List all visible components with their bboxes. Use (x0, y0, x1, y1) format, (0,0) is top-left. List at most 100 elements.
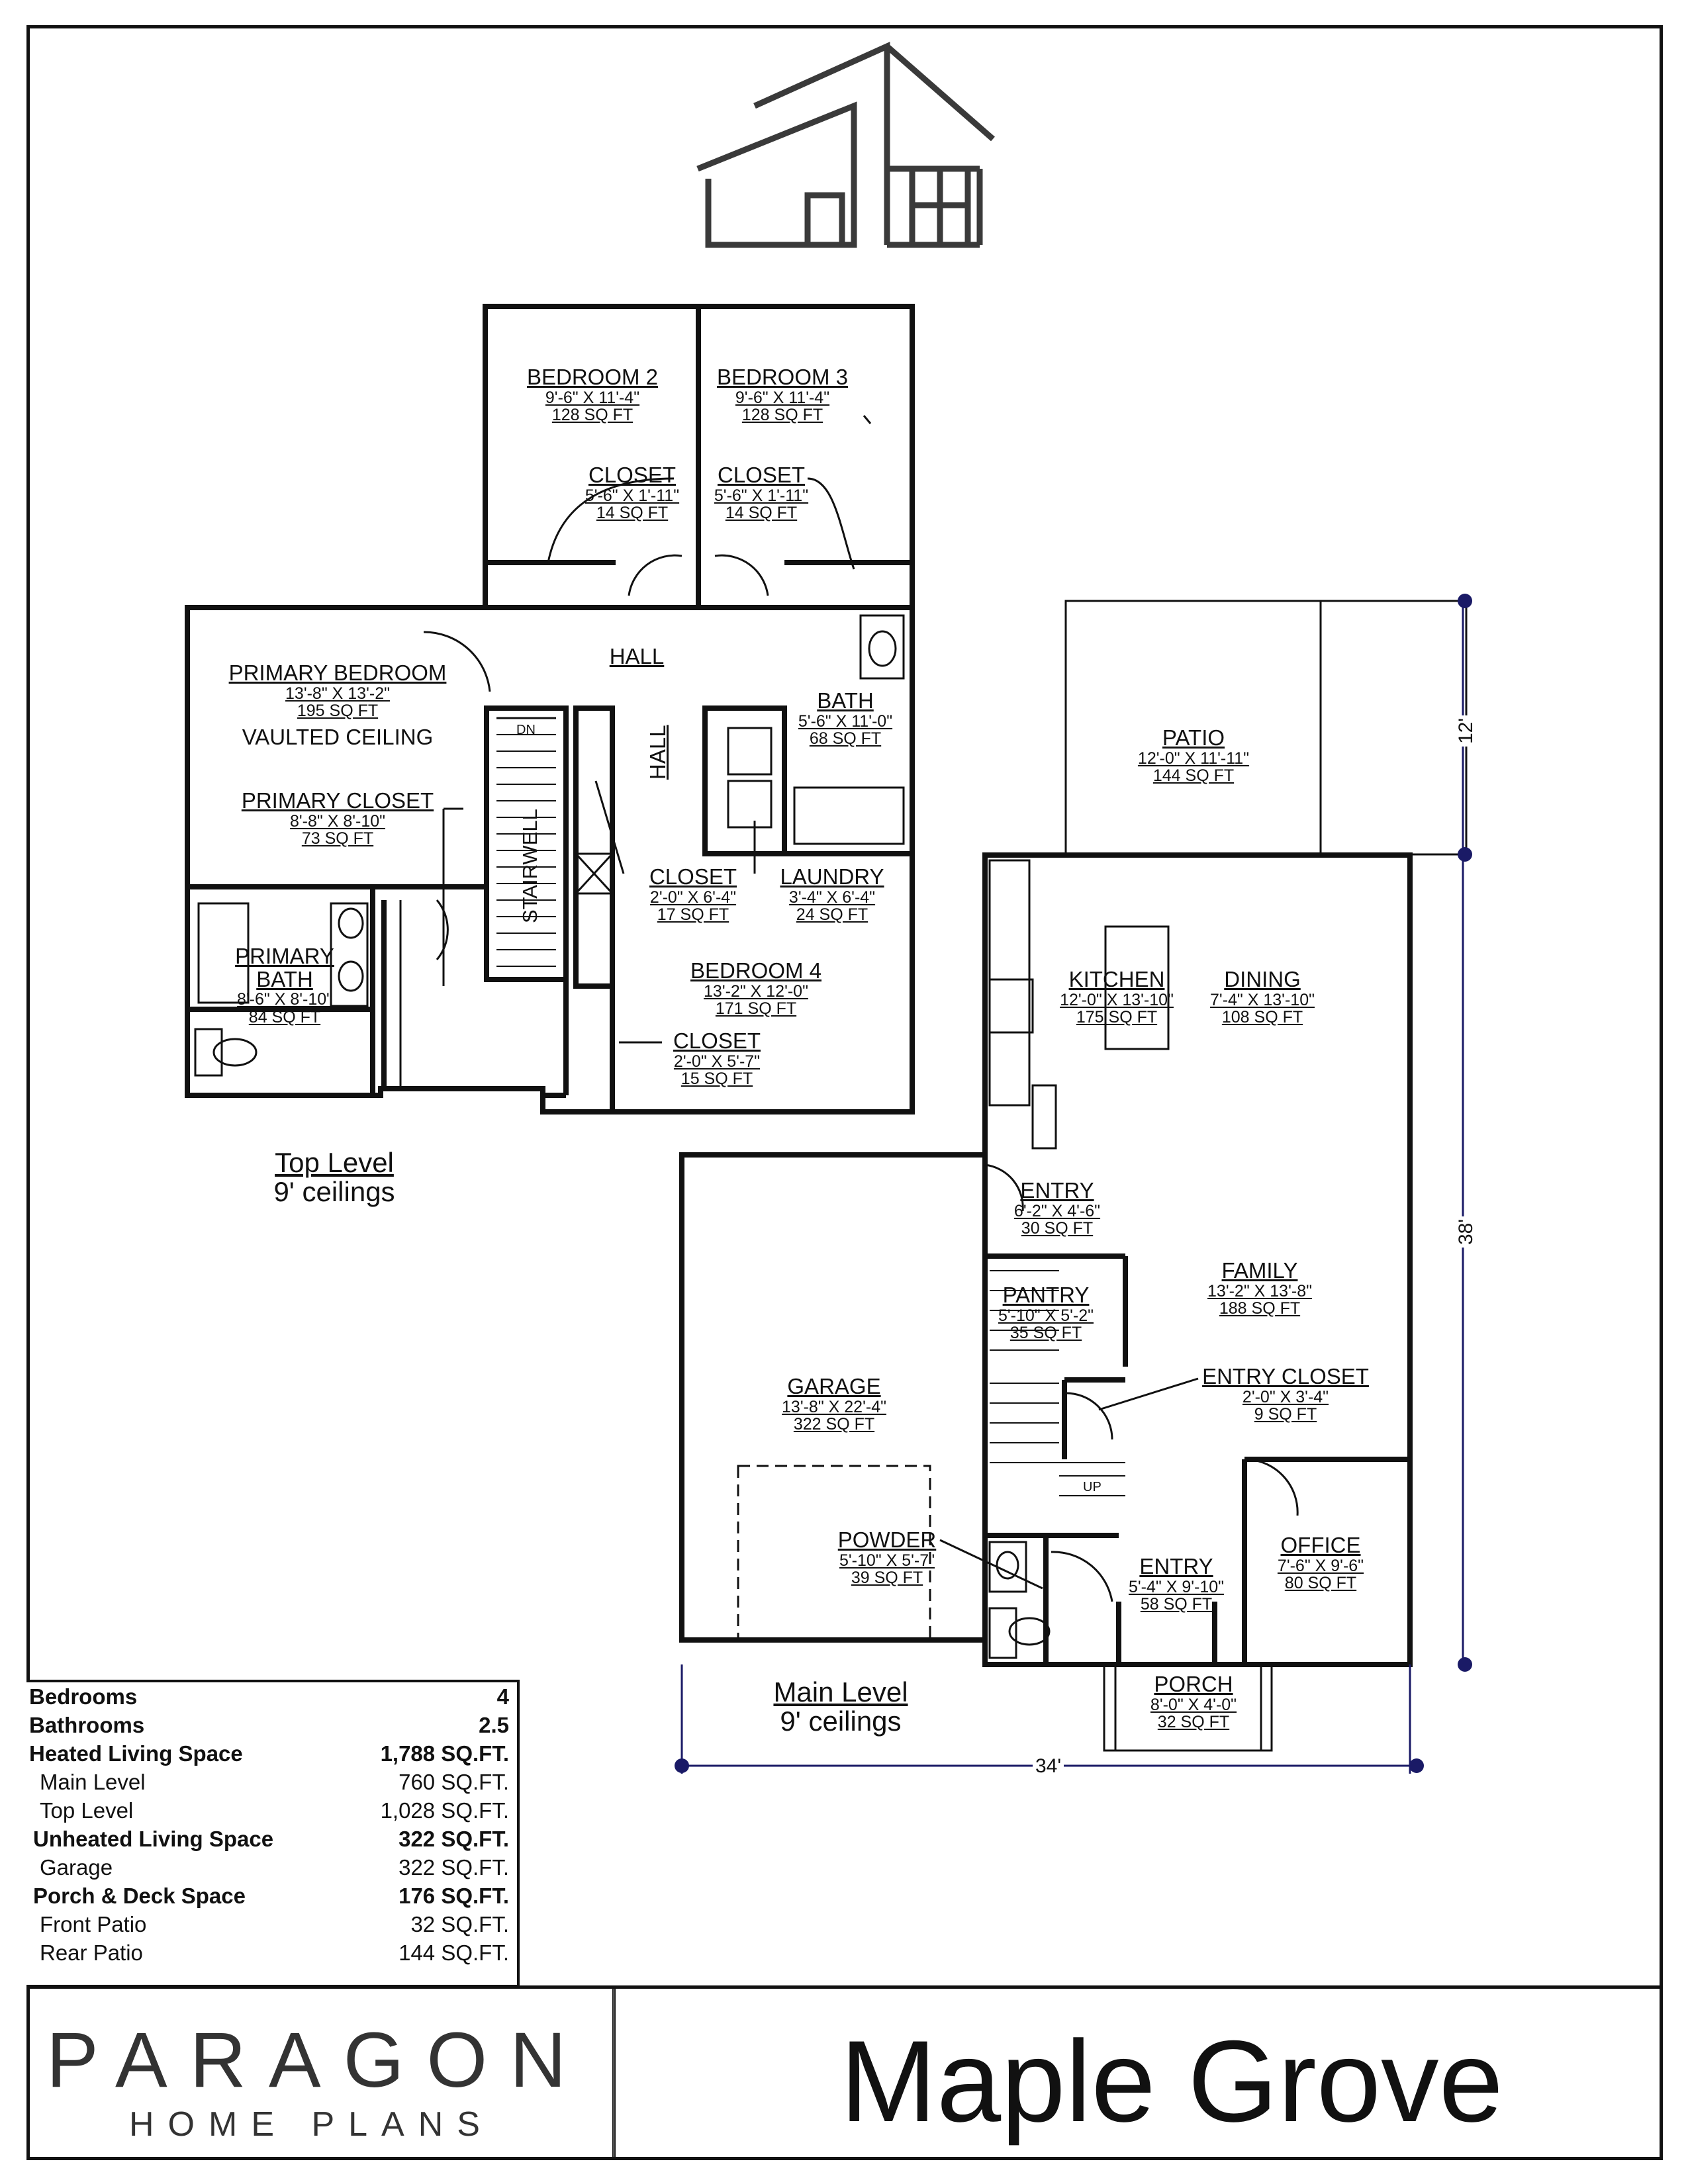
room-label-dining: DINING 7'-4" X 13'-10" 108 SQ FT (1210, 968, 1315, 1026)
room-name: POWDER (837, 1527, 937, 1552)
room-name: DINING (1224, 967, 1301, 991)
room-name: PATIO (1162, 725, 1225, 750)
room-area: 84 SQ FT (248, 1007, 321, 1026)
brand-subtitle: HOME PLANS (129, 2105, 494, 2144)
room-dims: 5'-6" X 1'-11" (714, 486, 809, 505)
room-label-bedroom-4-closet: CLOSET 2'-0" X 5'-7" 15 SQ FT (673, 1029, 761, 1088)
summary-value: 4 (496, 1684, 509, 1709)
room-dims: 13'-8" X 13'-2" (285, 684, 390, 703)
plan-name: Maple Grove (840, 2017, 1503, 2146)
room-note: VAULTED CEILING (242, 725, 434, 750)
room-dims: 13'-2" X 12'-0" (704, 981, 808, 1001)
room-name: BATH (817, 688, 874, 713)
room-dims: 5'-4" X 9'-10" (1128, 1577, 1225, 1596)
room-dims: 9'-6" X 11'-4" (545, 388, 640, 407)
room-name: OFFICE (1280, 1533, 1361, 1557)
level-ceilings: 9' ceilings (273, 1176, 395, 1208)
summary-value: 1,028 SQ.FT. (380, 1797, 509, 1823)
room-dims: 5'-6" X 11'-0" (798, 711, 893, 731)
dimension-house-depth-label: 38' (1455, 1216, 1477, 1248)
room-label-hall: HALL (610, 645, 665, 668)
room-dims: 3'-4" X 6'-4" (788, 887, 876, 907)
summary-row: Rear Patio 144 SQ.FT. (26, 1938, 517, 1967)
room-name: ENTRY (1020, 1178, 1094, 1203)
room-dims: 6'-2" X 4'-6" (1013, 1201, 1101, 1220)
room-dims: 5'-6" X 1'-11" (585, 486, 680, 505)
stairs-up-label: UP (1083, 1480, 1102, 1494)
summary-value: 760 SQ.FT. (399, 1769, 509, 1794)
room-area: 144 SQ FT (1152, 766, 1235, 785)
room-area: 128 SQ FT (551, 405, 633, 424)
room-dims: 2'-0" X 5'-7" (673, 1052, 761, 1071)
room-area: 68 SQ FT (809, 729, 882, 748)
room-label-closet-bedroom-2: CLOSET 5'-6" X 1'-11" 14 SQ FT (585, 463, 680, 522)
room-dims: 8'-8" X 8'-10" (289, 811, 386, 831)
room-dims: 13'-8" X 22'-4" (782, 1397, 886, 1416)
room-area: 17 SQ FT (657, 905, 729, 924)
room-label-kitchen: KITCHEN 12'-0" X 13'-10" 175 SQ FT (1060, 968, 1174, 1026)
sheet-border (26, 25, 1663, 2160)
room-area: 108 SQ FT (1221, 1007, 1303, 1026)
room-dims: 2'-0" X 3'-4" (1242, 1387, 1329, 1406)
dimension-width-label: 34' (1033, 1755, 1064, 1778)
room-area: 32 SQ FT (1157, 1712, 1230, 1731)
summary-value: 32 SQ.FT. (410, 1911, 509, 1936)
room-label-patio: PATIO 12'-0" X 11'-11" 144 SQ FT (1138, 725, 1249, 785)
room-label-closet-bedroom-3: CLOSET 5'-6" X 1'-11" 14 SQ FT (714, 463, 809, 522)
room-area: 171 SQ FT (715, 999, 797, 1018)
hall-vertical-label: HALL (645, 725, 670, 780)
room-name: KITCHEN (1068, 967, 1165, 991)
room-area: 322 SQ FT (793, 1414, 875, 1433)
summary-value: 322 SQ.FT. (399, 1826, 509, 1851)
room-label-garage: GARAGE 13'-8" X 22'-4" 322 SQ FT (782, 1375, 886, 1433)
room-label-entry-closet: ENTRY CLOSET 2'-0" X 3'-4" 9 SQ FT (1202, 1365, 1369, 1423)
room-label-primary-bedroom: PRIMARY BEDROOM 13'-8" X 13'-2" 195 SQ F… (228, 660, 447, 750)
summary-label: Bedrooms (29, 1684, 138, 1709)
room-label-bedroom-4: BEDROOM 4 13'-2" X 12'-0" 171 SQ FT (690, 958, 822, 1018)
room-area: 30 SQ FT (1021, 1218, 1094, 1238)
room-label-primary-closet: PRIMARY CLOSET 8'-8" X 8'-10" 73 SQ FT (242, 789, 434, 847)
room-area: 175 SQ FT (1076, 1007, 1158, 1026)
summary-label: Bathrooms (29, 1712, 145, 1737)
dimension-patio-depth-label: 12' (1455, 715, 1477, 747)
summary-row: Top Level 1,028 SQ.FT. (26, 1796, 517, 1825)
summary-label: Top Level (40, 1797, 134, 1823)
room-name-line-2: BATH (256, 966, 313, 991)
room-area: 15 SQ FT (680, 1069, 753, 1088)
summary-label: Rear Patio (40, 1940, 143, 1965)
room-label-bedroom-2: BEDROOM 2 9'-6" X 11'-4" 128 SQ FT (527, 365, 658, 424)
summary-row: Front Patio 32 SQ.FT. (26, 1910, 517, 1938)
room-name: PORCH (1154, 1672, 1233, 1696)
room-area: 58 SQ FT (1140, 1594, 1213, 1614)
room-name: GARAGE (787, 1374, 881, 1398)
room-name: PANTRY (1002, 1283, 1090, 1307)
summary-label: Main Level (40, 1769, 146, 1794)
room-dims: 2'-0" X 6'-4" (649, 887, 737, 907)
room-dims: 5'-10" X 5'-2" (998, 1306, 1094, 1325)
room-name: CLOSET (717, 463, 806, 487)
summary-label: Garage (40, 1854, 113, 1880)
room-name: PRIMARY BEDROOM (228, 660, 447, 685)
room-name: HALL (609, 644, 665, 668)
room-area: 188 SQ FT (1219, 1298, 1301, 1318)
summary-label: Heated Living Space (29, 1741, 243, 1766)
stairs-down-label: DN (516, 723, 536, 737)
summary-row: Main Level 760 SQ.FT. (26, 1768, 517, 1796)
summary-label: Front Patio (40, 1911, 147, 1936)
room-name: BEDROOM 4 (690, 958, 822, 983)
title-block: PARAGON HOME PLANS Maple Grove (26, 1985, 1663, 2160)
room-dims: 7'-4" X 13'-10" (1210, 990, 1315, 1009)
room-name: ENTRY (1139, 1554, 1213, 1578)
room-label-laundry: LAUNDRY 3'-4" X 6'-4" 24 SQ FT (780, 865, 884, 923)
summary-label: Unheated Living Space (33, 1826, 274, 1851)
room-name: BEDROOM 3 (716, 365, 849, 389)
summary-value: 144 SQ.FT. (399, 1940, 509, 1965)
level-ceilings: 9' ceilings (780, 1706, 902, 1737)
top-level-title: Top Level 9' ceilings (273, 1148, 395, 1206)
room-label-porch: PORCH 8'-0" X 4'-0" 32 SQ FT (1150, 1672, 1237, 1731)
